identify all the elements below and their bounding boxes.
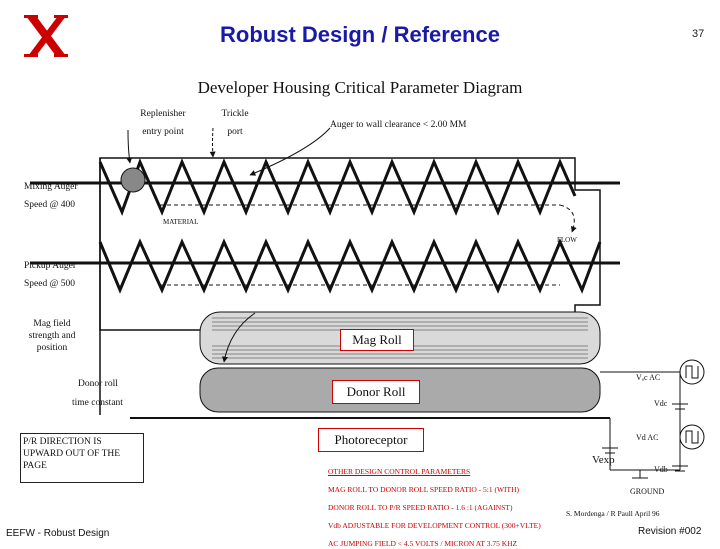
replenisher-label-line2: entry point bbox=[142, 127, 184, 137]
vdb-source bbox=[672, 465, 688, 472]
pr-direction-note: P/R DIRECTION IS UPWARD OUT OF THE PAGE bbox=[20, 433, 144, 483]
donor-roll-label: Donor Roll bbox=[332, 380, 420, 404]
vdc-label: Vdc bbox=[654, 399, 668, 408]
control-parameter-line: MAG ROLL TO DONOR ROLL SPEED RATIO - 5:1… bbox=[328, 485, 520, 494]
flow-label: FLOW bbox=[557, 236, 577, 244]
ground-label: GROUND bbox=[630, 487, 665, 496]
mag-field-line2: strength and bbox=[28, 331, 76, 341]
mixing-speed-label: Speed @ 400 bbox=[24, 200, 75, 210]
replenisher-label: Replenisher entry point bbox=[128, 108, 198, 138]
pickup-auger-flights bbox=[98, 238, 602, 294]
trickle-label-line1: Trickle bbox=[221, 109, 249, 119]
vdb-label: Vdb bbox=[654, 465, 668, 474]
material-label: MATERIAL bbox=[163, 218, 199, 226]
photoreceptor-label: Photoreceptor bbox=[318, 428, 424, 452]
donor-roll-time-label-1: Donor roll bbox=[78, 379, 118, 389]
trickle-label-line2: port bbox=[227, 127, 243, 137]
vac-label: Vₐc AC bbox=[636, 373, 661, 382]
page-title: Robust Design / Reference bbox=[220, 22, 500, 47]
replenisher-port bbox=[120, 167, 146, 193]
vexp-label: Vexp bbox=[592, 454, 615, 466]
pickup-auger-label: Pickup Auger bbox=[24, 261, 76, 271]
vdc-source bbox=[672, 403, 688, 410]
slide-number: 37 bbox=[692, 28, 705, 40]
mag-field-line3: position bbox=[36, 343, 68, 353]
author-credit: S. Mordenga / R Paull April 96 bbox=[566, 509, 660, 518]
xerox-logo bbox=[24, 15, 68, 57]
auger-clearance-label: Auger to wall clearance < 2.00 MM bbox=[330, 120, 467, 130]
vexp-source bbox=[602, 447, 618, 454]
mag-field-line1: Mag field bbox=[33, 319, 71, 329]
control-parameters-heading: OTHER DESIGN CONTROL PARAMETERS bbox=[328, 467, 471, 476]
diagram-title: Developer Housing Critical Parameter Dia… bbox=[197, 78, 523, 97]
control-parameters: OTHER DESIGN CONTROL PARAMETERS MAG ROLL… bbox=[328, 467, 588, 549]
replenisher-label-line1: Replenisher bbox=[140, 109, 186, 119]
control-parameter-line: DONOR ROLL TO P/R SPEED RATIO - 1.6 :1 (… bbox=[328, 503, 513, 512]
mixing-auger-label: Mixing Auger bbox=[24, 182, 78, 192]
mixing-auger-flights bbox=[98, 157, 577, 217]
vd-ac-label: Vd AC bbox=[636, 433, 659, 442]
control-parameter-line: AC JUMPING FIELD < 4.5 VOLTS / MICRON AT… bbox=[328, 539, 518, 548]
mag-roll-label: Mag Roll bbox=[340, 329, 414, 351]
trickle-label: Trickle port bbox=[210, 108, 260, 138]
mag-field-label: Mag field strength and position bbox=[20, 318, 84, 354]
donor-roll-time-label-2: time constant bbox=[72, 398, 123, 408]
control-parameter-line: Vdb ADJUSTABLE FOR DEVELOPMENT CONTROL (… bbox=[328, 521, 541, 530]
pickup-speed-label: Speed @ 500 bbox=[24, 279, 75, 289]
footer-revision: Revision #002 bbox=[638, 526, 702, 537]
footer-left: EEFW - Robust Design bbox=[6, 528, 110, 539]
